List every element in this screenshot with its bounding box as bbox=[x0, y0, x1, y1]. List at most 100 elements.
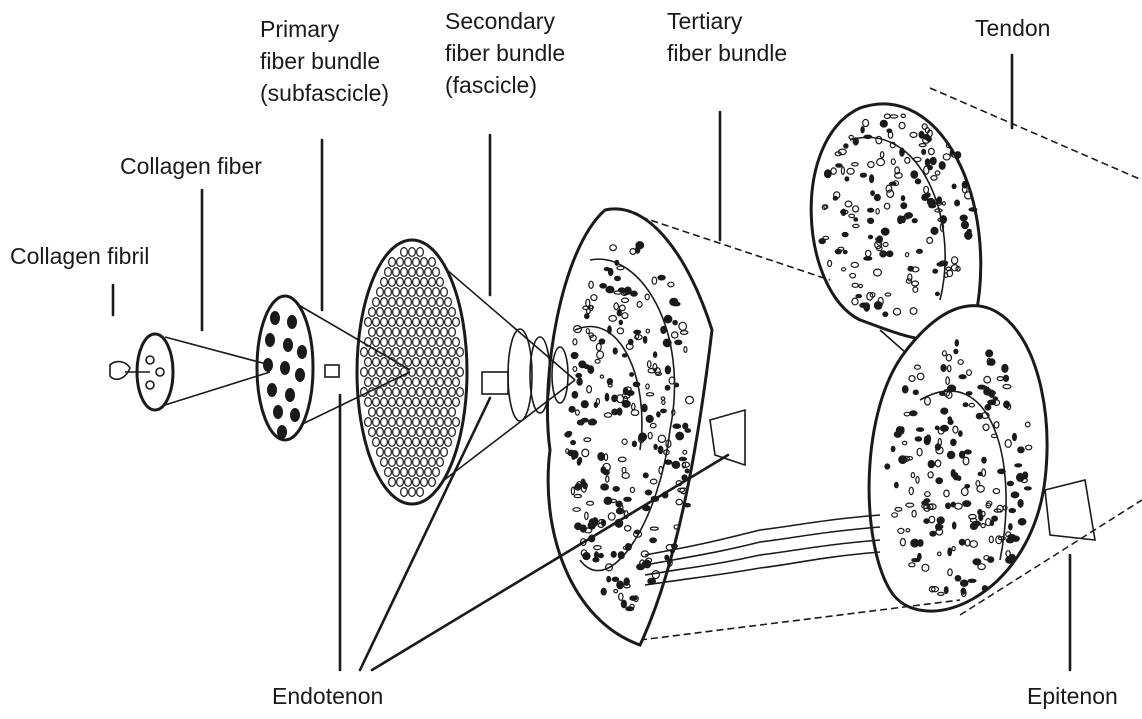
texture-dot bbox=[672, 461, 680, 468]
texture-dot bbox=[890, 182, 896, 185]
texture-dot bbox=[833, 197, 837, 201]
texture-dot bbox=[612, 409, 618, 415]
texture-dot bbox=[940, 392, 945, 396]
texture-dot bbox=[998, 469, 1006, 473]
texture-dot bbox=[860, 173, 866, 177]
texture-dot bbox=[927, 199, 934, 206]
texture-dot bbox=[607, 577, 611, 582]
label-secondary-bundle-line-2: fiber bundle bbox=[445, 40, 565, 67]
texture-dot bbox=[609, 269, 613, 276]
texture-dot bbox=[948, 548, 952, 556]
texture-dot bbox=[966, 392, 972, 395]
texture-dot bbox=[604, 497, 612, 504]
label-endotenon: Endotenon bbox=[272, 683, 383, 710]
texture-dot bbox=[643, 473, 648, 478]
texture-dot bbox=[959, 375, 966, 379]
texture-dot bbox=[927, 193, 930, 197]
fiber-hole bbox=[287, 315, 297, 329]
texture-dot bbox=[976, 413, 982, 419]
texture-dot bbox=[605, 393, 608, 401]
texture-dot bbox=[944, 587, 948, 594]
texture-dot bbox=[940, 261, 948, 265]
texture-dot bbox=[898, 216, 903, 224]
texture-dot bbox=[875, 194, 881, 200]
texture-dot bbox=[968, 579, 976, 582]
texture-dot bbox=[902, 386, 908, 393]
texture-dot bbox=[1013, 433, 1017, 440]
texture-dot bbox=[869, 235, 873, 238]
texture-dot bbox=[880, 251, 886, 257]
fiber-hole bbox=[295, 368, 305, 382]
texture-dot bbox=[861, 127, 864, 133]
texture-dot bbox=[883, 312, 888, 316]
texture-dot bbox=[917, 428, 924, 431]
texture-dot bbox=[588, 366, 594, 374]
fiber-hole bbox=[280, 361, 290, 375]
texture-dot bbox=[901, 203, 907, 209]
texture-dot bbox=[1018, 500, 1023, 508]
label-epitenon: Epitenon bbox=[1027, 683, 1118, 710]
texture-dot bbox=[985, 405, 991, 410]
texture-dot bbox=[679, 457, 686, 460]
texture-dot bbox=[912, 559, 920, 562]
texture-dot bbox=[572, 392, 578, 399]
fiber-hole bbox=[270, 311, 280, 325]
texture-dot bbox=[853, 138, 858, 145]
label-secondary-bundle-line-1: Secondary bbox=[445, 8, 555, 35]
texture-dot bbox=[937, 517, 944, 524]
texture-dot bbox=[912, 219, 917, 223]
texture-dot bbox=[654, 352, 657, 357]
texture-dot bbox=[598, 453, 605, 461]
texture-dot bbox=[935, 426, 939, 429]
texture-dot bbox=[978, 472, 982, 475]
texture-dot bbox=[962, 182, 967, 188]
texture-dot bbox=[835, 249, 841, 253]
texture-dot bbox=[633, 382, 639, 386]
texture-dot bbox=[607, 379, 612, 385]
texture-dot bbox=[624, 578, 629, 585]
texture-dot bbox=[880, 120, 887, 127]
texture-dot bbox=[913, 390, 918, 394]
texture-dot bbox=[900, 148, 904, 156]
texture-dot bbox=[1018, 447, 1024, 453]
texture-dot bbox=[600, 284, 606, 288]
texture-dot bbox=[658, 275, 665, 280]
texture-dot bbox=[924, 437, 930, 445]
texture-dot bbox=[962, 221, 969, 229]
texture-dot bbox=[819, 239, 825, 244]
texture-dot bbox=[936, 292, 940, 295]
texture-dot bbox=[1009, 524, 1012, 530]
texture-dot bbox=[645, 490, 651, 495]
texture-dot bbox=[1012, 536, 1019, 541]
texture-dot bbox=[1004, 375, 1009, 381]
texture-dot bbox=[568, 450, 574, 455]
texture-dot bbox=[661, 409, 667, 412]
texture-dot bbox=[961, 580, 968, 586]
texture-dot bbox=[626, 544, 632, 551]
texture-dot bbox=[946, 503, 951, 508]
texture-dot bbox=[642, 404, 647, 412]
texture-dot bbox=[951, 439, 956, 445]
texture-dot bbox=[628, 339, 633, 344]
texture-dot bbox=[577, 459, 580, 465]
texture-dot bbox=[939, 162, 945, 170]
texture-dot bbox=[930, 531, 936, 536]
collagen-fiber-structure bbox=[165, 296, 313, 440]
texture-dot bbox=[1009, 509, 1015, 513]
texture-dot bbox=[982, 586, 987, 592]
texture-dot bbox=[845, 177, 849, 181]
texture-dot bbox=[571, 353, 578, 359]
texture-dot bbox=[937, 197, 941, 204]
texture-dot bbox=[617, 581, 624, 589]
texture-dot bbox=[955, 576, 961, 581]
texture-dot bbox=[576, 374, 582, 378]
fiber-hole bbox=[290, 408, 300, 422]
texture-dot bbox=[1025, 487, 1032, 490]
texture-dot bbox=[676, 432, 684, 440]
texture-dot bbox=[1011, 492, 1019, 498]
texture-dot bbox=[611, 552, 616, 558]
texture-dot bbox=[965, 450, 972, 454]
texture-dot bbox=[565, 432, 571, 437]
texture-dot bbox=[601, 588, 606, 595]
label-tertiary-bundle-line-2: fiber bundle bbox=[667, 40, 787, 67]
